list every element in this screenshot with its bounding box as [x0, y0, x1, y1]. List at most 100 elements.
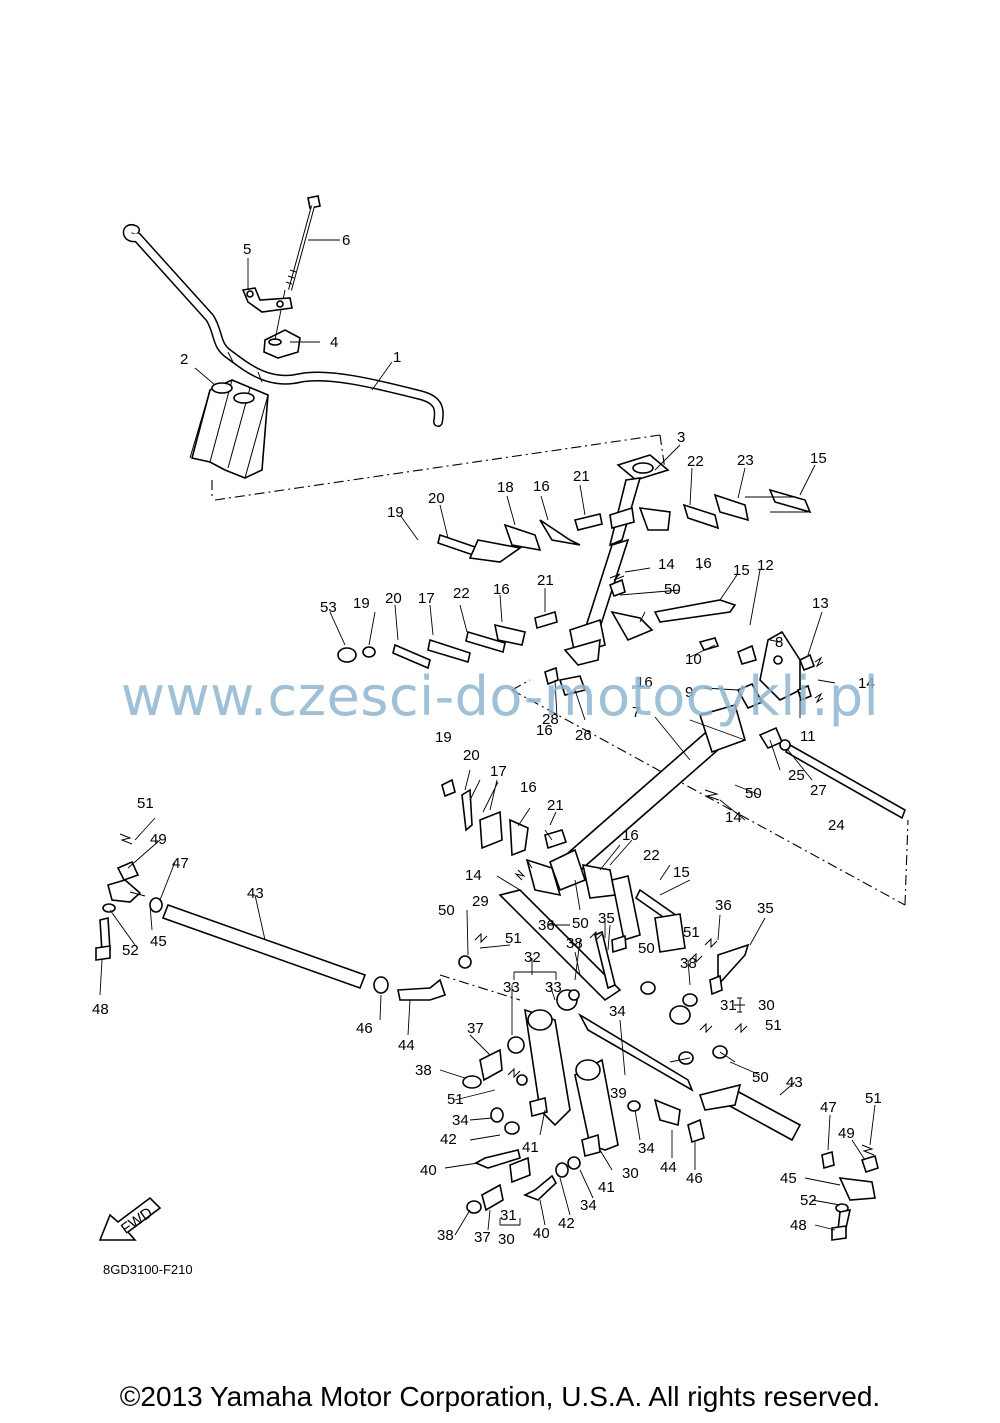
part-label: 10: [685, 651, 702, 668]
part-label: 34: [452, 1112, 469, 1129]
part-label: 35: [598, 910, 615, 927]
part-label: 9: [685, 684, 693, 701]
part-label: 21: [547, 797, 564, 814]
part-label: 21: [573, 468, 590, 485]
handlebar-holder: [263, 329, 301, 359]
part-label: 20: [428, 490, 445, 507]
part-label: 51: [683, 924, 700, 941]
part-label: 29: [472, 893, 489, 910]
part-label: 14: [465, 867, 482, 884]
part-label: 50: [664, 581, 681, 598]
part-label: 45: [780, 1170, 797, 1187]
part-label: 40: [420, 1162, 437, 1179]
part-label: 30: [498, 1231, 515, 1248]
part-label: 50: [638, 940, 655, 957]
part-label: 41: [598, 1179, 615, 1196]
part-label: 31: [500, 1207, 517, 1224]
part-label: 40: [533, 1225, 550, 1242]
part-label: 22: [687, 453, 704, 470]
handlebar: [122, 224, 444, 427]
part-label: 52: [800, 1192, 817, 1209]
part-label: 26: [575, 727, 592, 744]
part-label: 38: [566, 935, 583, 952]
left-end-hardware: [95, 860, 163, 961]
part-label: 38: [437, 1227, 454, 1244]
part-label: 23: [737, 452, 754, 469]
cotter-pins: [119, 573, 875, 1156]
part-label: 34: [580, 1197, 597, 1214]
part-label: 51: [137, 795, 154, 812]
part-label: 37: [474, 1229, 491, 1246]
part-label: 14: [725, 809, 742, 826]
part-label: 50: [438, 902, 455, 919]
part-label: 31: [720, 997, 737, 1014]
part-label: 30: [758, 997, 775, 1014]
part-label: 42: [558, 1215, 575, 1232]
part-label: 51: [765, 1017, 782, 1034]
part-label: 43: [786, 1074, 803, 1091]
part-label: 15: [810, 450, 827, 467]
part-label: 47: [820, 1099, 837, 1116]
part-label: 15: [733, 562, 750, 579]
part-label: 12: [757, 557, 774, 574]
part-label: 19: [387, 504, 404, 521]
lower-linkage: [441, 778, 686, 953]
part-label: 50: [572, 915, 589, 932]
part-label: 13: [812, 595, 829, 612]
part-label: 6: [342, 232, 350, 249]
part-label: 35: [757, 900, 774, 917]
part-label: 16: [520, 779, 537, 796]
part-label: 16: [636, 674, 653, 691]
fwd-arrow: FWD: [98, 1196, 162, 1241]
part-label: 1: [393, 349, 401, 366]
part-label: 24: [828, 817, 845, 834]
part-label: 17: [418, 590, 435, 607]
part-label: 34: [638, 1140, 655, 1157]
part-label: 25: [788, 767, 805, 784]
part-label: 21: [537, 572, 554, 589]
part-label: 36: [538, 917, 555, 934]
copyright-notice: ©2013 Yamaha Motor Corporation, U.S.A. A…: [119, 1381, 881, 1412]
right-knuckle-arm: [498, 889, 694, 1151]
steering-shaft: [549, 704, 746, 892]
part-label: 33: [545, 979, 562, 996]
part-label: 22: [453, 585, 470, 602]
part-label: 16: [493, 581, 510, 598]
drawing-code: 8GD3100-F210: [103, 1262, 193, 1277]
part-label: 43: [247, 885, 264, 902]
part-label: 4: [330, 334, 338, 351]
part-label: 50: [752, 1069, 769, 1086]
part-label: 22: [643, 847, 660, 864]
right-end-hardware: [821, 1150, 879, 1241]
holder-bolt: [274, 195, 321, 341]
part-label: 37: [467, 1020, 484, 1037]
upper-linkage: [437, 488, 812, 563]
steering-column: [563, 454, 670, 666]
assembly-lines: [211, 434, 909, 1001]
handlebar-pad: [189, 379, 269, 479]
tie-rod-left: [161, 903, 447, 1001]
part-label: 17: [490, 763, 507, 780]
part-label: 44: [660, 1159, 677, 1176]
part-label: 53: [320, 599, 337, 616]
part-label: 5: [243, 241, 251, 258]
part-label: 27: [810, 782, 827, 799]
part-label: 14: [658, 556, 675, 573]
part-label: 16: [536, 722, 553, 739]
part-label: 49: [150, 831, 167, 848]
lower-hardware: [458, 930, 750, 1214]
part-label: 51: [865, 1090, 882, 1107]
middle-linkage: [337, 578, 816, 751]
part-label: 34: [609, 1003, 626, 1020]
part-label: 48: [790, 1217, 807, 1234]
part-label: 38: [415, 1062, 432, 1079]
part-label: 46: [356, 1020, 373, 1037]
left-knuckle-arm: [507, 989, 580, 1127]
bracket: [241, 287, 293, 313]
part-label: 30: [622, 1165, 639, 1182]
part-label: 52: [122, 942, 139, 959]
part-label: 39: [610, 1085, 627, 1102]
part-label: 51: [447, 1091, 464, 1108]
part-label: 36: [715, 897, 732, 914]
